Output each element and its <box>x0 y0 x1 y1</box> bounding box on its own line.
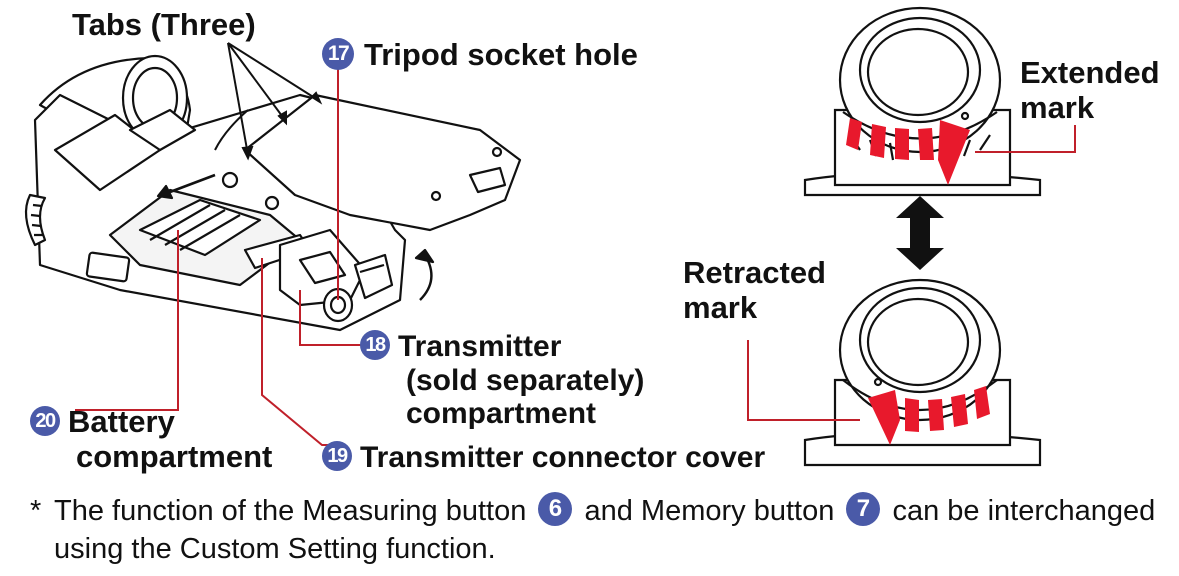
eyepiece-extended-drawing <box>803 6 1042 197</box>
footnote-body: The function of the Measuring button 6 a… <box>54 492 1174 568</box>
retracted-line1: Retracted <box>683 255 826 290</box>
device-body-drawing <box>24 54 522 332</box>
tabs-label: Tabs (Three) <box>72 7 256 42</box>
tabs-leader-lines <box>227 42 323 161</box>
double-arrow-icon <box>896 196 944 270</box>
battery-line1: Battery <box>68 404 175 439</box>
retracted-red-arrow <box>868 386 990 445</box>
footnote: * The function of the Measuring button 6… <box>30 492 1174 568</box>
callout-17-badge: 17 <box>322 37 354 70</box>
connector-cover-label: 19 Transmitter connector cover <box>322 441 765 475</box>
extended-red-arrow <box>846 118 970 185</box>
transmitter-line3: compartment <box>406 397 597 431</box>
transmitter-line2: (sold separately) <box>406 363 645 397</box>
footnote-part1: The function of the Measuring button <box>54 495 527 527</box>
tripod-socket-label: 17 Tripod socket hole <box>322 37 638 73</box>
retracted-mark-label: Retracted mark <box>683 255 826 325</box>
extended-line1: Extended <box>1020 55 1160 90</box>
callout-18-badge: 18 <box>360 330 390 361</box>
memory-button-number: 7 <box>846 492 881 527</box>
tripod-socket-text: Tripod socket hole <box>364 37 638 72</box>
battery-compartment-label: 20 Battery compartment <box>30 404 273 474</box>
battery-line2: compartment <box>76 438 273 474</box>
callout-20-badge: 20 <box>30 405 60 436</box>
retracted-line2: mark <box>683 289 758 325</box>
transmitter-line1: Transmitter <box>398 330 562 363</box>
eyepiece-retracted-drawing <box>803 278 1042 467</box>
connector-cover-text: Transmitter connector cover <box>360 441 766 474</box>
footnote-part2: and Memory button <box>584 495 835 527</box>
extended-mark-label: Extended mark <box>1020 55 1160 125</box>
extended-line2: mark <box>1020 89 1095 125</box>
callout-19-badge: 19 <box>322 441 352 472</box>
retracted-leader-line <box>747 340 860 421</box>
extended-leader-line <box>975 125 1076 153</box>
measuring-button-number: 6 <box>538 492 573 527</box>
footnote-asterisk: * <box>30 495 42 527</box>
footnote-part3: can be interchanged using the Custom Set… <box>54 495 1156 565</box>
transmitter-compartment-label: 18 Transmitter (sold separately) compartm… <box>360 330 644 431</box>
